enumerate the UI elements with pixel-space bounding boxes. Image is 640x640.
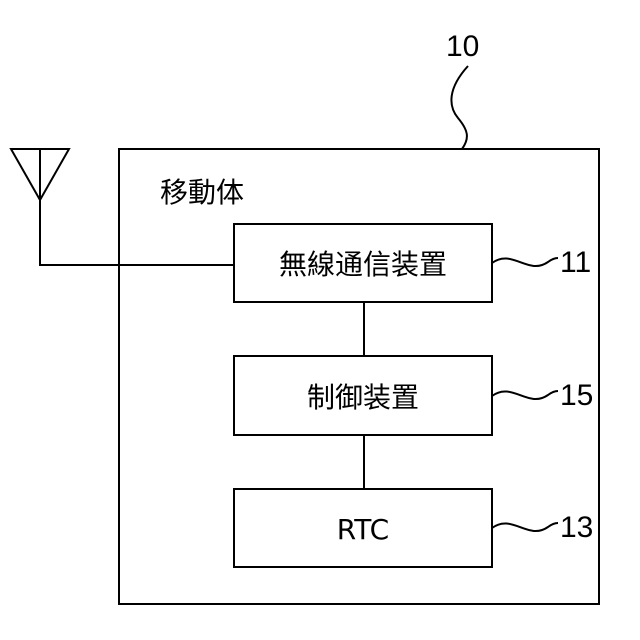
block-wireless-label: 無線通信装置: [279, 248, 447, 281]
block-control-device: 制御装置: [234, 356, 492, 435]
antenna-icon: [11, 149, 69, 266]
ref-number-11: 11: [560, 246, 591, 279]
block-control-label: 制御装置: [307, 381, 419, 414]
ref-number-10: 10: [446, 30, 479, 63]
ref-number-13: 13: [560, 511, 593, 544]
leader-line-10: [451, 66, 468, 149]
block-rtc-label: RTC: [337, 513, 389, 546]
ref-number-15: 15: [560, 379, 593, 412]
block-rtc: RTC: [234, 489, 492, 567]
outer-frame-title: 移動体: [160, 176, 244, 209]
block-wireless-communication: 無線通信装置: [234, 224, 492, 302]
